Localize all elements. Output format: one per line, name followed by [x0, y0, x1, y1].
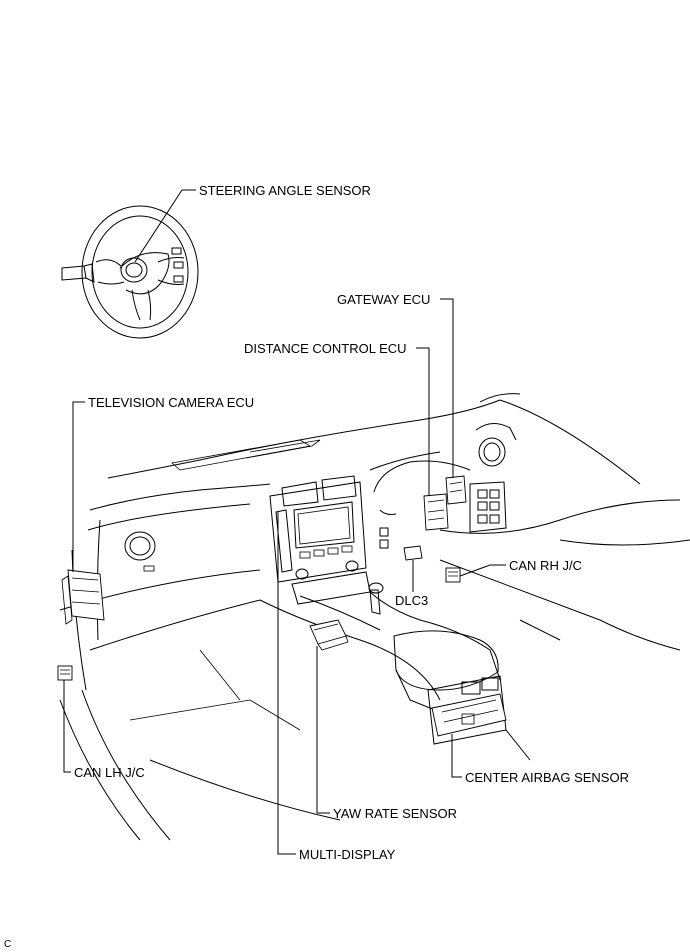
gateway-ecu-part	[445, 475, 467, 505]
steering-angle-sensor-label: STEERING ANGLE SENSOR	[199, 183, 371, 198]
yaw-rate-sensor-part	[309, 619, 349, 651]
steering-wheel-illustration	[61, 205, 199, 339]
multi-display-label: MULTI-DISPLAY	[299, 847, 396, 862]
can-lh-jc-label: CAN LH J/C	[74, 765, 145, 780]
television-camera-ecu-part	[61, 569, 105, 625]
dlc3-part	[403, 545, 423, 561]
yaw-rate-sensor-label: YAW RATE SENSOR	[333, 806, 457, 821]
distance-control-ecu-part	[423, 493, 449, 531]
can-rh-jc-part	[445, 567, 461, 583]
can-rh-jc-label: CAN RH J/C	[509, 558, 582, 573]
television-camera-ecu-label: TELEVISION CAMERA ECU	[88, 395, 254, 410]
distance-control-ecu-label: DISTANCE CONTROL ECU	[244, 341, 407, 356]
dashboard-interior-illustration	[59, 393, 690, 841]
center-airbag-sensor-label: CENTER AIRBAG SENSOR	[465, 770, 629, 785]
center-airbag-sensor-part	[431, 693, 507, 737]
figure-code: C	[4, 939, 11, 950]
gateway-ecu-label: GATEWAY ECU	[337, 292, 430, 307]
dlc3-label: DLC3	[395, 593, 428, 608]
can-lh-jc-part	[57, 665, 73, 681]
leader-lines	[63, 189, 506, 855]
